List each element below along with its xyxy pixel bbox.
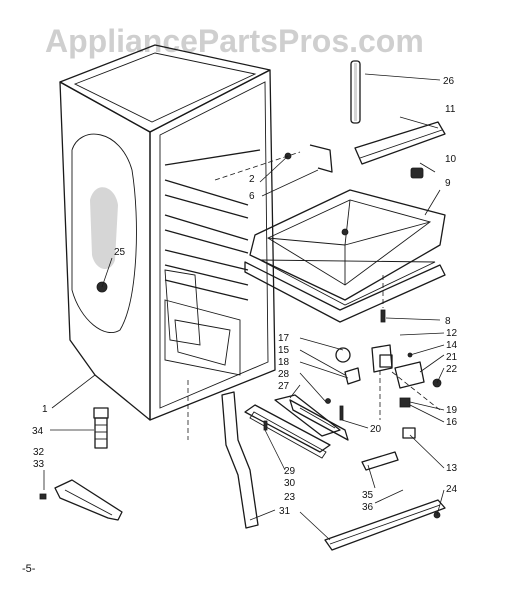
leveling-leg-drawing bbox=[93, 407, 109, 449]
rod-drawing bbox=[350, 60, 361, 124]
callout-30: 30 bbox=[284, 478, 296, 489]
callout-35: 35 bbox=[362, 490, 374, 501]
callout-labels: 26 11 10 9 2 6 25 8 17 15 18 28 27 12 14… bbox=[32, 76, 458, 517]
shelf-assembly-drawing bbox=[244, 189, 446, 323]
callout-36: 36 bbox=[362, 502, 374, 513]
callout-2: 2 bbox=[249, 174, 255, 185]
callout-19: 19 bbox=[446, 405, 458, 416]
callout-16: 16 bbox=[446, 417, 458, 428]
callout-18: 18 bbox=[278, 357, 290, 368]
callout-11: 11 bbox=[445, 104, 456, 115]
callout-28: 28 bbox=[278, 369, 290, 380]
callout-27: 27 bbox=[278, 381, 290, 392]
callout-22: 22 bbox=[446, 364, 458, 375]
callout-9: 9 bbox=[445, 178, 451, 189]
callout-13: 13 bbox=[446, 463, 458, 474]
callout-17: 17 bbox=[278, 333, 290, 344]
callout-29: 29 bbox=[284, 466, 296, 477]
callout-1: 1 bbox=[42, 404, 48, 415]
toe-bracket-drawing bbox=[274, 394, 349, 441]
callout-10: 10 bbox=[445, 154, 457, 165]
callout-8: 8 bbox=[445, 316, 451, 327]
callout-6: 6 bbox=[249, 191, 255, 202]
long-strip-drawing bbox=[187, 380, 259, 529]
callout-31: 31 bbox=[279, 506, 291, 517]
roller-bracket-drawing bbox=[39, 479, 123, 521]
callout-26: 26 bbox=[443, 76, 455, 87]
cover-strip-drawing bbox=[354, 121, 446, 165]
callout-14: 14 bbox=[446, 340, 458, 351]
watermark-text: AppliancePartsPros.com bbox=[45, 23, 424, 59]
callout-21: 21 bbox=[446, 352, 458, 363]
base-rail-drawing bbox=[244, 404, 331, 459]
control-parts-drawing bbox=[335, 344, 442, 420]
callout-23: 23 bbox=[284, 492, 296, 503]
callout-12: 12 bbox=[446, 328, 458, 339]
toe-grille-drawing bbox=[324, 499, 446, 551]
callout-34: 34 bbox=[32, 426, 44, 437]
callout-33: 33 bbox=[33, 459, 45, 470]
callout-15: 15 bbox=[278, 345, 290, 356]
page-number: -5- bbox=[22, 563, 36, 575]
callout-32: 32 bbox=[33, 447, 45, 458]
leader-lines bbox=[43, 73, 445, 541]
callout-25: 25 bbox=[114, 247, 126, 258]
cabinet-drawing bbox=[59, 44, 276, 421]
callout-20: 20 bbox=[370, 424, 382, 435]
bracket-drawing bbox=[214, 144, 333, 181]
callout-24: 24 bbox=[446, 484, 458, 495]
